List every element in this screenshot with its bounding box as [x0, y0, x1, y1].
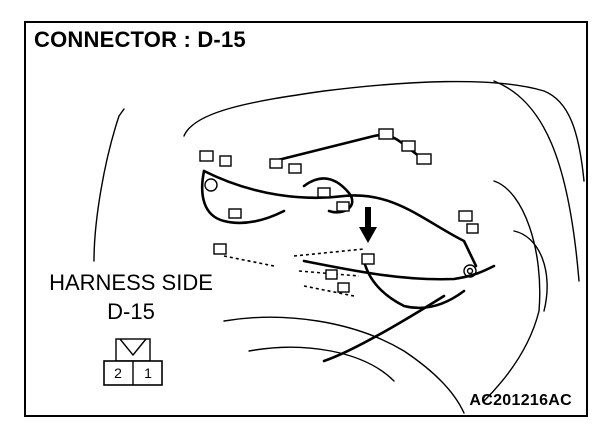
harness-upper-branch: [272, 133, 421, 163]
connector-block: [337, 282, 350, 293]
wiring-harness-illustration: 2 1: [93, 80, 585, 414]
dashed-pipe-4: [303, 285, 355, 297]
firewall-outline: [93, 108, 125, 262]
connector-block: [336, 201, 350, 212]
figure-code: AC201216AC: [469, 392, 572, 409]
connector-block: [466, 223, 479, 234]
connector-block: [458, 210, 473, 222]
fender-outline: [493, 80, 580, 282]
lower-body-outline: [223, 316, 465, 414]
harness-side-label: HARNESS SIDE D-15: [36, 268, 226, 326]
harness-left-loop: [200, 169, 286, 225]
d15-pointer-arrow: [359, 207, 377, 243]
connector-block: [378, 128, 394, 140]
connector-block: [401, 140, 416, 152]
pin-2-label: 2: [114, 365, 122, 381]
harness-side-label-line2: D-15: [107, 299, 155, 324]
harness-down-branch: [362, 259, 466, 310]
harness-side-label-line1: HARNESS SIDE: [49, 270, 213, 295]
harness-lower-branch: [302, 259, 496, 281]
harness-main-trunk: [202, 169, 478, 268]
harness-bottom-run: [322, 294, 446, 363]
inner-fender-outline: [248, 346, 395, 382]
connector-block: [219, 155, 232, 167]
harness-center-knot: [302, 177, 354, 214]
wheel-arch-outline: [483, 180, 541, 402]
connector-block: [213, 243, 227, 255]
connector-block: [228, 208, 242, 219]
connector-block: [317, 187, 331, 198]
connector-block: [325, 269, 338, 280]
connector-title: CONNECTOR : D-15: [34, 27, 246, 52]
dashed-pipe-2: [293, 248, 365, 257]
grommet: [204, 178, 218, 192]
connector-block: [361, 253, 375, 265]
harness-side-connector-face: 2 1: [103, 338, 163, 386]
connector-block: [269, 158, 283, 169]
body-panel-outline: [183, 80, 585, 182]
connector-key-tab: [115, 338, 151, 362]
dashed-pipe-1: [223, 255, 275, 267]
grommet: [463, 264, 477, 278]
connector-block: [199, 150, 214, 162]
grommet: [466, 267, 474, 275]
wheel-outline: [513, 230, 548, 312]
pin-1-label: 1: [144, 365, 152, 381]
connector-block: [288, 163, 302, 174]
connector-block: [416, 153, 432, 165]
